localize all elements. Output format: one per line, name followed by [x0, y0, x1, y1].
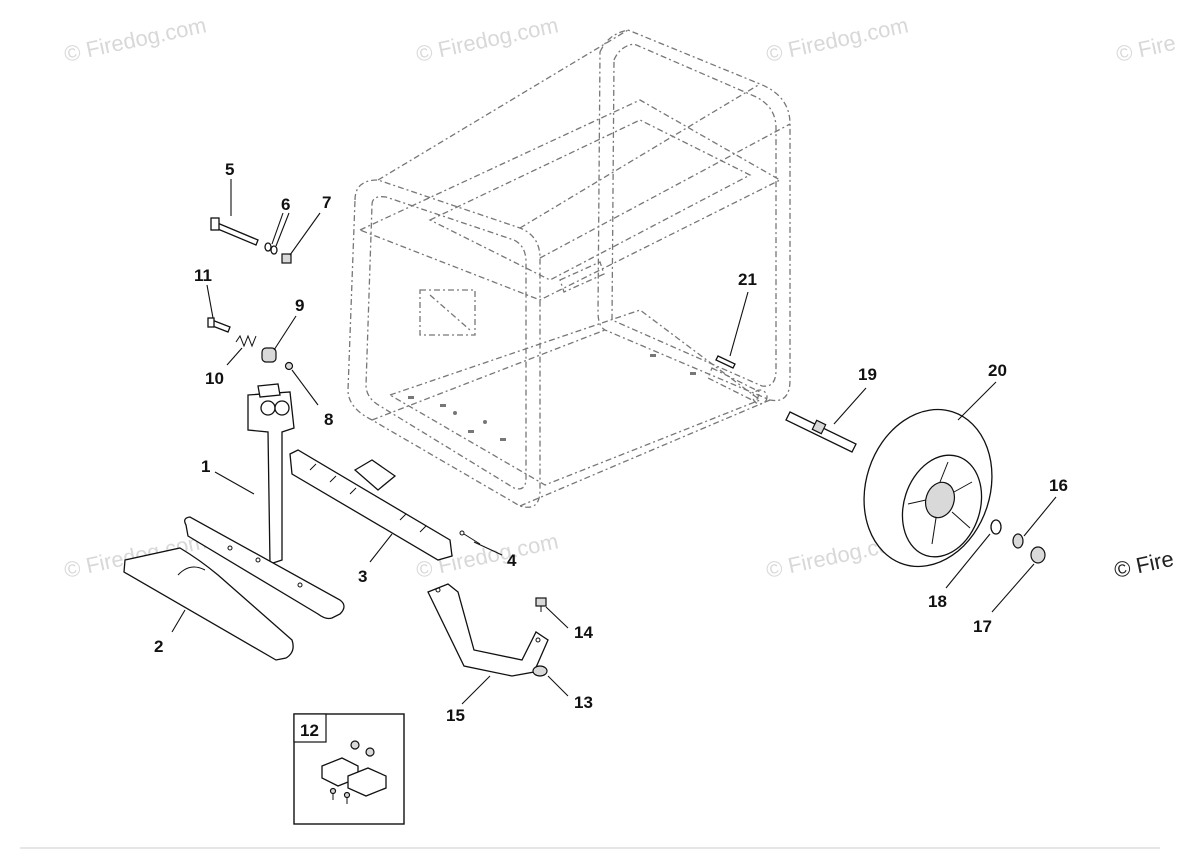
part-11-pin: [207, 317, 231, 333]
part-13-nut: [532, 665, 548, 677]
callout-13: 13: [574, 693, 593, 712]
watermark: © Firedog.com: [764, 12, 911, 67]
callout-2: 2: [154, 637, 163, 656]
part-3-bracket: [289, 449, 453, 561]
part-20-wheel: [863, 408, 993, 568]
part-8-screw: [284, 361, 294, 371]
callout-14: 14: [574, 623, 593, 642]
part-15-bracket: [427, 583, 549, 677]
watermark: © Fire: [1114, 30, 1178, 67]
part-17-nut: [1030, 546, 1046, 564]
leader-lines: [171, 179, 1057, 705]
callout-18: 18: [928, 592, 947, 611]
part-7-nut: [281, 253, 292, 264]
watermark-layer: © Firedog.com © Firedog.com © Firedog.co…: [62, 12, 1178, 583]
generator-frame: [347, 29, 791, 508]
part-19-axle: [785, 411, 857, 453]
watermark: © Firedog.com: [414, 12, 561, 67]
callout-6: 6: [281, 195, 290, 214]
part-10-spring: [235, 334, 257, 348]
callout-15: 15: [446, 706, 465, 725]
watermark: © Firedog.com: [62, 12, 209, 67]
callout-17: 17: [973, 617, 992, 636]
callout-16: 16: [1049, 476, 1068, 495]
part-14-bolt: [535, 597, 547, 612]
callout-3: 3: [358, 567, 367, 586]
callout-12: 12: [300, 721, 319, 740]
part-12-kit-box: [293, 713, 405, 825]
callout-9: 9: [295, 296, 304, 315]
part-9-knob: [261, 347, 277, 363]
callout-10: 10: [205, 369, 224, 388]
part-18-washer: [990, 519, 1002, 535]
callout-19: 19: [858, 365, 877, 384]
part-16-washer: [1012, 533, 1024, 549]
callout-labels: 5 6 7 11 9 10 8 1 2 3 4 14 13 15 12 21 1…: [154, 160, 1068, 740]
callout-11: 11: [194, 266, 212, 285]
callout-1: 1: [201, 457, 210, 476]
callout-21: 21: [738, 270, 757, 289]
part-6-washers: [264, 242, 278, 255]
part-1-stand: [184, 383, 345, 620]
callout-4: 4: [507, 551, 517, 570]
base-slots: [408, 354, 696, 441]
part-5-bolt: [210, 217, 259, 246]
part-4-pin: [459, 530, 481, 545]
callout-8: 8: [324, 410, 333, 429]
part-2-foot: [123, 547, 294, 661]
callout-5: 5: [225, 160, 234, 179]
callout-20: 20: [988, 361, 1007, 380]
part-21-clip: [715, 355, 736, 369]
callout-7: 7: [322, 193, 331, 212]
watermark-partial: © Fire: [1112, 546, 1176, 583]
